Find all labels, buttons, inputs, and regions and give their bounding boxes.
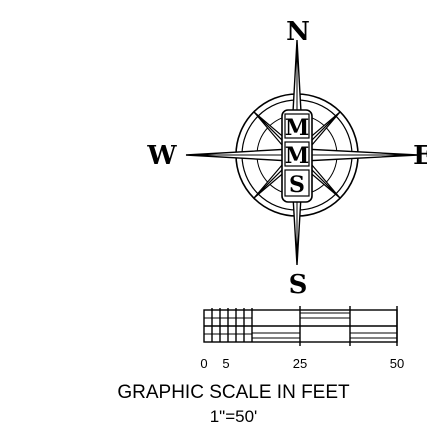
monogram-letter-3: S xyxy=(289,172,305,198)
west-label: W xyxy=(146,141,177,171)
south-label: S xyxy=(289,270,308,300)
graphic-scale-bar xyxy=(203,306,398,346)
scale-ratio: 1"=50' xyxy=(209,407,258,426)
scale-tick-label: 50 xyxy=(389,356,405,371)
monogram-letter-2: M xyxy=(285,143,309,169)
north-label: N xyxy=(286,17,310,47)
east-label: E xyxy=(413,141,427,171)
scale-title: GRAPHIC SCALE IN FEET xyxy=(117,382,350,403)
scale-tick-label: 0 xyxy=(200,356,208,371)
monogram-letter-1: M xyxy=(285,115,309,141)
scale-tick-label: 25 xyxy=(292,356,308,371)
monogram-panel xyxy=(281,109,313,203)
scale-tick-label: 5 xyxy=(222,356,230,371)
